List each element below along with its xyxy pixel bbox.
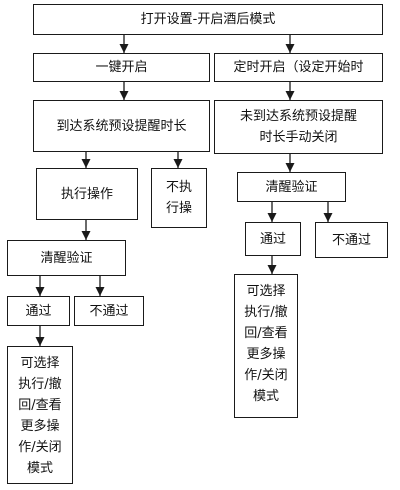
timed-node: 定时开启（设定开始时 (214, 53, 383, 82)
execute-operation-node: 执行操作 (36, 168, 138, 220)
options-left-node: 可选择 执行/撤 回/查看 更多操 作/关闭 模式 (7, 346, 73, 484)
pass-right-node: 通过 (245, 222, 301, 256)
sober-verify-right-node: 清醒验证 (237, 172, 346, 202)
pass-left-node: 通过 (7, 296, 70, 326)
fail-left-node: 不通过 (74, 296, 144, 326)
fail-right-node: 不通过 (315, 222, 388, 258)
sober-verify-left-node: 清醒验证 (7, 240, 126, 276)
reach-preset-node: 到达系统预设提醒时长 (33, 100, 210, 152)
one-click-node: 一键开启 (33, 53, 210, 82)
not-reached-manual-close-node: 未到达系统预设提醒 时长手动关闭 (214, 100, 383, 154)
start-node: 打开设置-开启酒后模式 (33, 4, 383, 35)
options-right-node: 可选择 执行/撤 回/查看 更多操 作/关闭 模式 (234, 274, 298, 418)
do-not-execute-node: 不执 行操 (151, 168, 207, 228)
